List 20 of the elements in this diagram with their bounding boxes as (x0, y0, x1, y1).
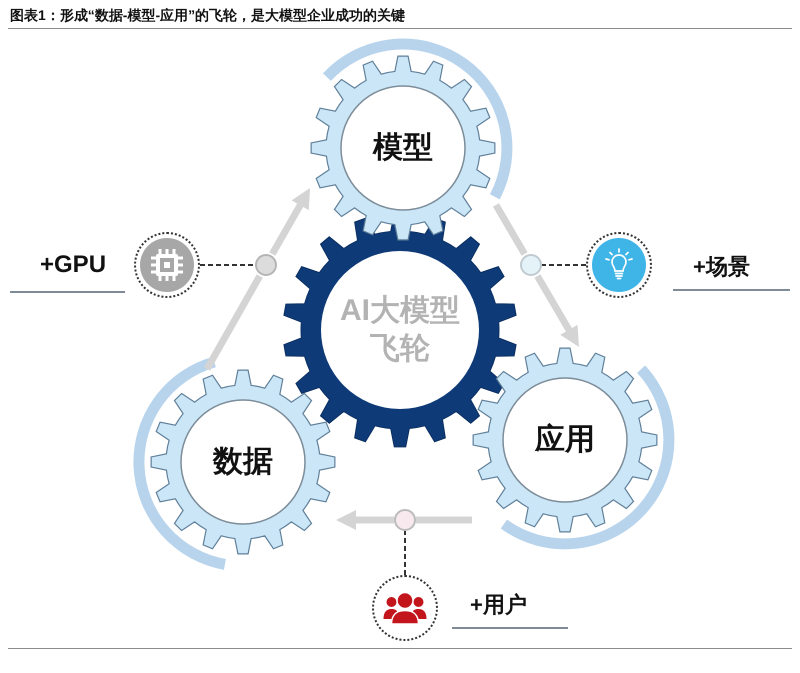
gear-label: AI大模型飞轮 (339, 293, 461, 367)
dashed-line (542, 264, 586, 266)
connector-line (492, 203, 528, 256)
plus-label: +用户 (470, 591, 527, 619)
gear (310, 55, 496, 241)
connector-line (204, 274, 263, 371)
gear-label: 数据 (213, 444, 273, 480)
plus-label: +GPU (40, 250, 106, 280)
gear-label: 应用 (535, 422, 595, 458)
figure-title: 图表1：形成“数据-模型-应用”的飞轮，是大模型企业成功的关键 (10, 6, 406, 25)
arrow (534, 274, 579, 348)
gear-label: 模型 (373, 130, 433, 166)
dashed-line (404, 531, 406, 575)
plus-label: +场景 (693, 253, 750, 281)
arrow (336, 510, 394, 530)
gear (150, 369, 336, 555)
gear (472, 347, 658, 533)
dashed-line (200, 264, 255, 266)
arrow (269, 188, 310, 256)
connector-line (416, 516, 472, 524)
